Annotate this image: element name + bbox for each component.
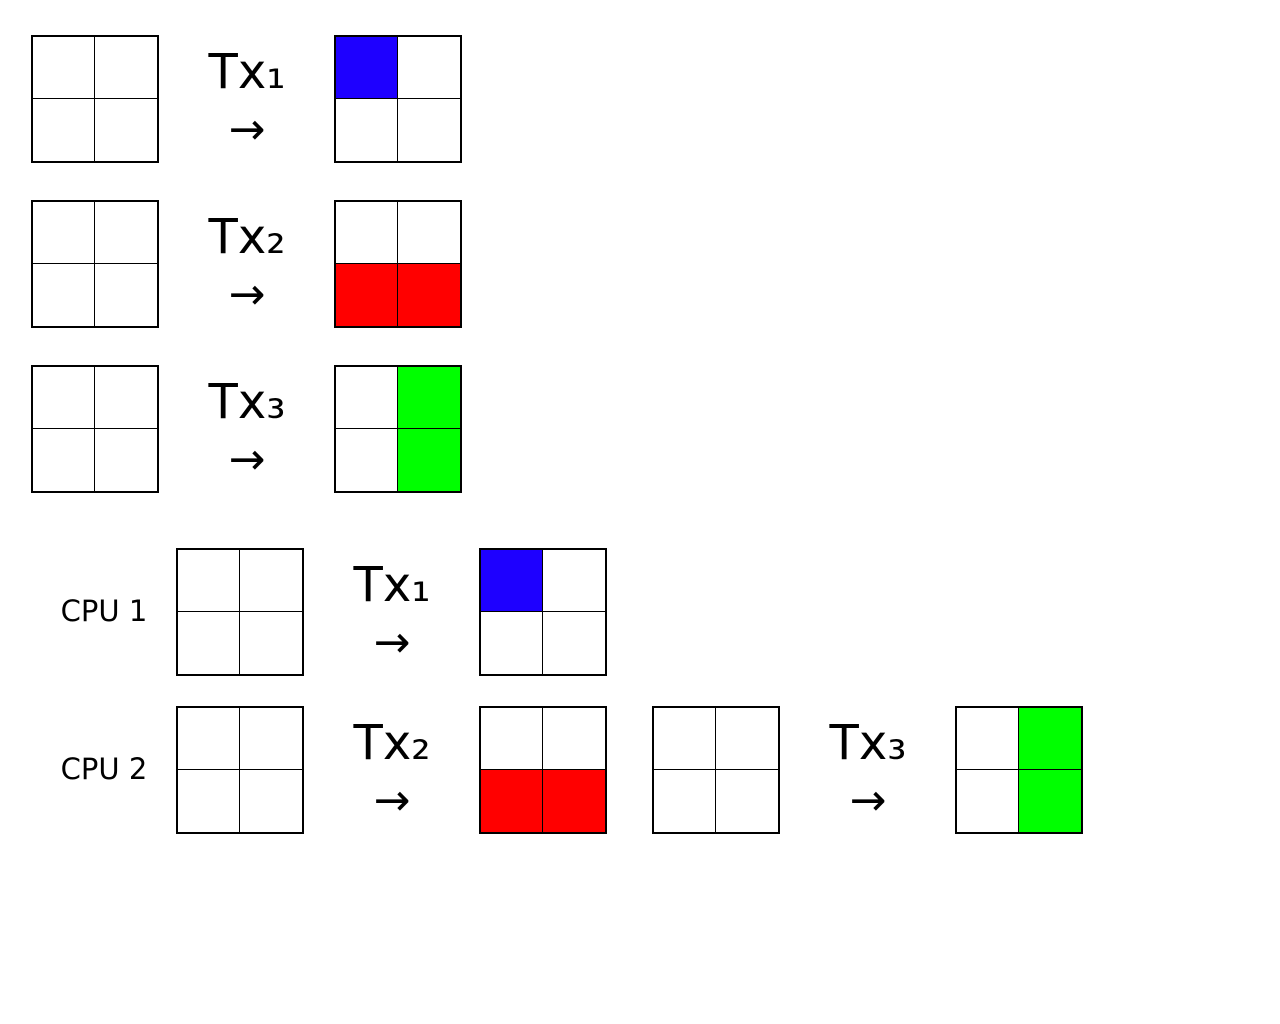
state-grid-before <box>31 365 159 493</box>
grid-cell <box>543 550 605 612</box>
right-arrow-icon: → <box>373 617 411 668</box>
grid-cell <box>481 612 543 674</box>
grid-cell <box>398 37 460 99</box>
state-grid-after <box>334 365 462 493</box>
grid-cell <box>654 708 716 770</box>
grid-cell <box>33 99 95 161</box>
grid-cell <box>543 708 605 770</box>
transaction-step: Tx₂ → <box>182 213 312 317</box>
grid-cell <box>654 770 716 832</box>
grid-cell <box>178 770 240 832</box>
transaction-step: Tx₁ → <box>327 561 457 665</box>
state-grid-before <box>31 35 159 163</box>
grid-cell <box>716 770 778 832</box>
state-grid-after <box>334 35 462 163</box>
state-grid-before <box>652 706 780 834</box>
grid-cell <box>957 770 1019 832</box>
state-grid-after <box>955 706 1083 834</box>
grid-cell <box>240 708 302 770</box>
grid-cell <box>398 367 460 429</box>
grid-cell <box>716 708 778 770</box>
transaction-label: Tx₂ <box>208 209 286 265</box>
grid-cell <box>336 429 398 491</box>
grid-cell <box>543 612 605 674</box>
transaction-step: Tx₁ → <box>182 48 312 152</box>
grid-cell <box>95 99 157 161</box>
transaction-label: Tx₃ <box>208 374 286 430</box>
grid-cell <box>240 612 302 674</box>
grid-cell <box>95 264 157 326</box>
grid-cell <box>336 264 398 326</box>
grid-cell <box>1019 708 1081 770</box>
cpu-label: CPU 1 <box>60 594 148 628</box>
right-arrow-icon: → <box>228 104 266 155</box>
grid-cell <box>178 550 240 612</box>
grid-cell <box>33 202 95 264</box>
right-arrow-icon: → <box>849 775 887 826</box>
grid-cell <box>543 770 605 832</box>
transaction-step: Tx₃ → <box>803 719 933 823</box>
grid-cell <box>95 367 157 429</box>
transaction-step: Tx₃ → <box>182 378 312 482</box>
transaction-label: Tx₁ <box>208 44 286 100</box>
grid-cell <box>95 202 157 264</box>
grid-cell <box>957 708 1019 770</box>
transaction-label: Tx₃ <box>829 715 907 771</box>
cpu-label: CPU 2 <box>60 752 148 786</box>
grid-cell <box>1019 770 1081 832</box>
right-arrow-icon: → <box>228 269 266 320</box>
grid-cell <box>336 99 398 161</box>
grid-cell <box>481 708 543 770</box>
right-arrow-icon: → <box>228 434 266 485</box>
transaction-step: Tx₂ → <box>327 719 457 823</box>
grid-cell <box>398 264 460 326</box>
transaction-label: Tx₁ <box>353 557 431 613</box>
state-grid-before <box>176 548 304 676</box>
grid-cell <box>398 99 460 161</box>
grid-cell <box>481 550 543 612</box>
grid-cell <box>398 429 460 491</box>
state-grid-before <box>31 200 159 328</box>
grid-cell <box>336 367 398 429</box>
state-grid-after <box>479 706 607 834</box>
grid-cell <box>33 367 95 429</box>
grid-cell <box>398 202 460 264</box>
grid-cell <box>336 37 398 99</box>
state-grid-before <box>176 706 304 834</box>
grid-cell <box>240 770 302 832</box>
grid-cell <box>481 770 543 832</box>
transaction-label: Tx₂ <box>353 715 431 771</box>
grid-cell <box>178 612 240 674</box>
grid-cell <box>33 37 95 99</box>
grid-cell <box>336 202 398 264</box>
state-grid-after <box>334 200 462 328</box>
grid-cell <box>33 264 95 326</box>
right-arrow-icon: → <box>373 775 411 826</box>
grid-cell <box>178 708 240 770</box>
grid-cell <box>33 429 95 491</box>
grid-cell <box>240 550 302 612</box>
state-grid-after <box>479 548 607 676</box>
grid-cell <box>95 37 157 99</box>
grid-cell <box>95 429 157 491</box>
